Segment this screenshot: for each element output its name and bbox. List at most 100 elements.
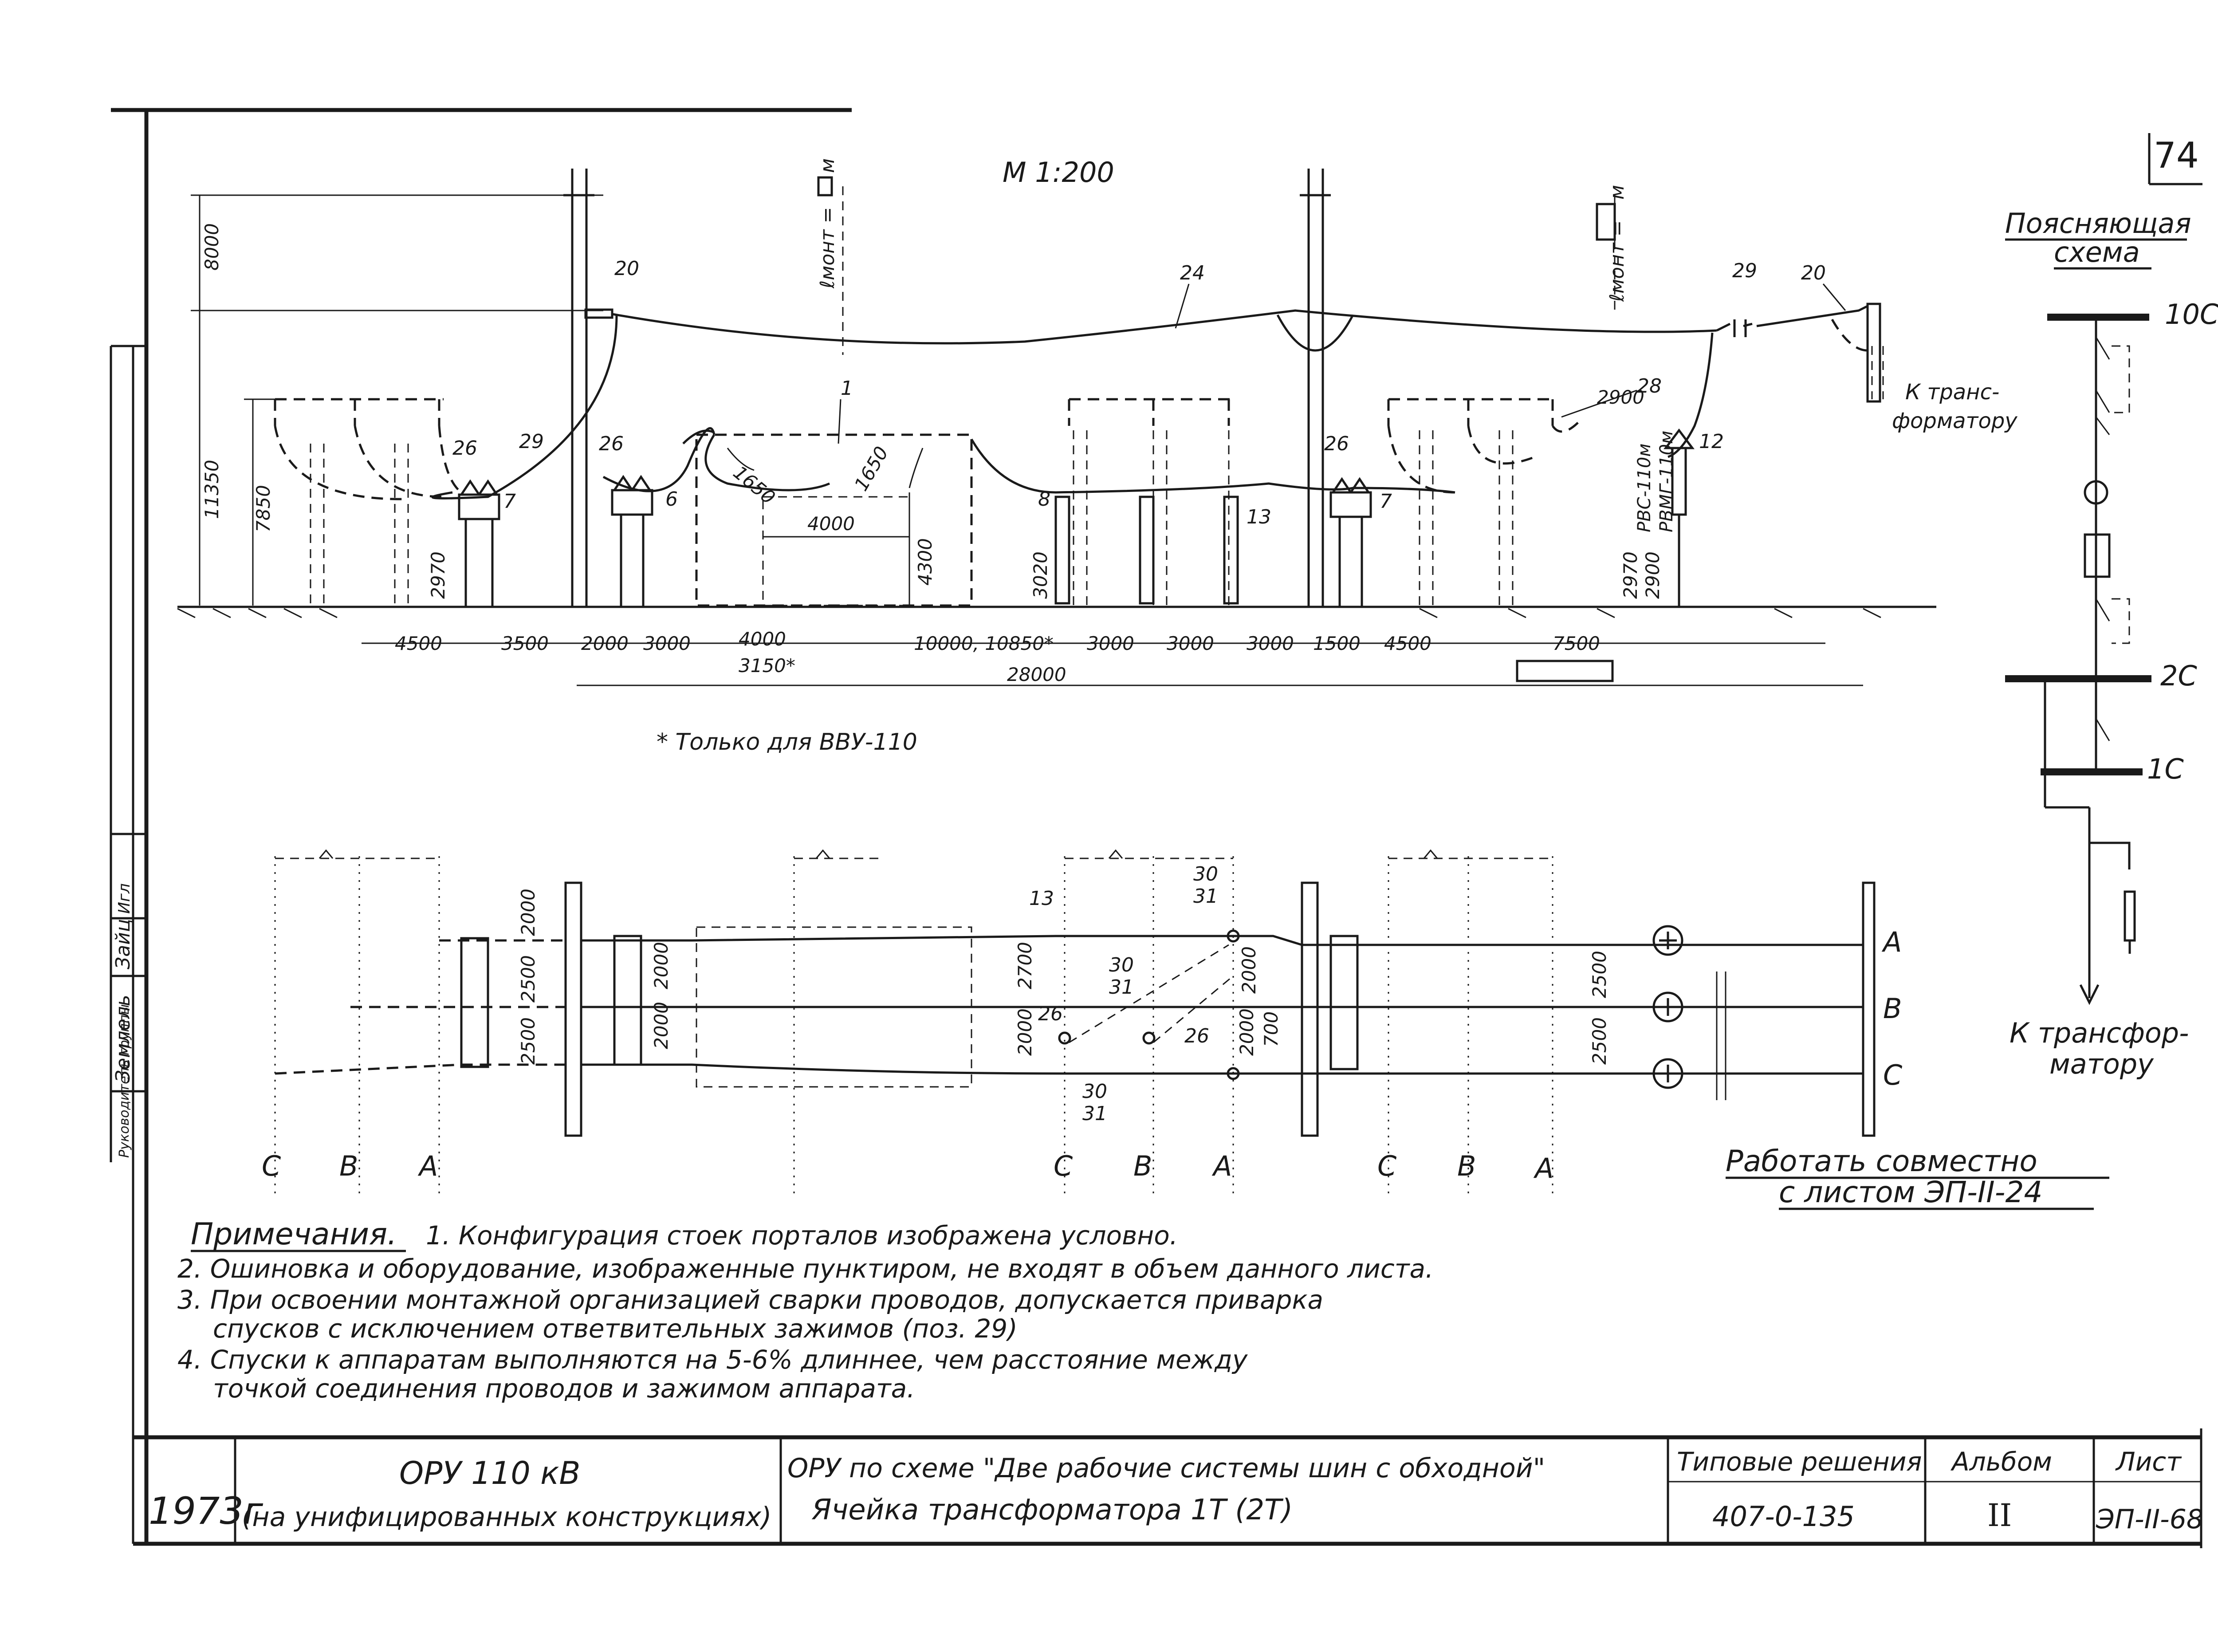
tb-scheme-1: ОРУ по схеме "Две рабочие системы шин с … [787,1453,1545,1484]
h-dim-0: 8000 [201,223,223,271]
footnote: * Только для ВВУ-110 [657,729,917,755]
l-mont-right: ℓмонт = м [1596,185,1628,311]
scheme-title-1: Поясняющая [2005,207,2191,240]
dim-10: 4500 [1384,633,1431,654]
plan-callout-26b: 26 [1184,1025,1209,1047]
h-dim-5: 4300 [914,538,936,586]
l-mont-right-label: ℓмонт = [1606,220,1628,302]
disconnect-stand-26b [611,475,653,607]
side-stamp: Руководитель группы Землель Зайц Игл [110,346,146,1162]
transformer-portal [1866,303,1881,403]
h-dim-7: 2900 [1642,551,1664,599]
dim-5: 10000, 10850* [914,633,1054,654]
phase-set1-2: А [1211,1150,1232,1182]
side-stamp-3: Игл [115,883,134,914]
callout-13: 13 [1247,506,1271,528]
tb-sheet-value: ЭП-II-68 [2096,1504,2203,1535]
phase-set2-1: В [1457,1150,1476,1182]
bus-2-label: 2С [2160,660,2197,692]
plan-callout-30c: 30 [1082,1080,1107,1103]
l-mont-left: ℓмонт = м [816,158,844,355]
l-mont-left-unit: м [816,158,839,173]
callout-12: 12 [1699,430,1724,453]
empty-box [1516,660,1614,682]
plan-dim-4: 2000 [650,1002,672,1049]
callout-26a: 26 [452,437,477,460]
plan-view: 2000 2500 2500 2000 2000 2700 2000 2000 … [262,849,1903,1193]
phase-right-A: А [1881,926,1902,958]
dim-1: 3500 [501,633,549,654]
plan-portal-transformer [1862,881,1876,1137]
h-dim-2: 7850 [252,485,274,532]
plan-dim-3: 2000 [650,942,672,989]
main-conductor-24 [612,309,1717,345]
scheme-to-transformer-2: матору [2049,1048,2154,1080]
arrester: РВС-110м РВМГ-110м [1634,428,1695,607]
elevation-view: 8000 11350 7850 2970 3020 4300 2970 2900 [177,158,2017,755]
elev-to-transformer-2: форматору [1892,409,2017,433]
callout-26b: 26 [599,433,624,455]
dim-6: 3000 [1087,633,1134,654]
plan-bus-C [581,1063,1863,1075]
arc-right: 1650 [850,443,893,495]
callout-7b: 7 [1380,490,1392,513]
plan-callout-13: 13 [1029,887,1054,910]
bus-top-label: 10С [2165,298,2218,330]
note-3: 3. При освоении монтажной организацией с… [177,1285,1323,1315]
notes: Примечания. 1. Конфигурация стоек портал… [177,1217,1434,1404]
callout-28: 28 [1637,375,1662,397]
dim-2: 2000 [581,633,629,654]
work-together-2: с листом ЭП-II-24 [1779,1175,2042,1209]
phase-right-B: В [1883,992,1902,1025]
l-mont-right-unit: м [1606,185,1628,200]
note-4: 4. Спуски к аппаратам выполняются на 5-6… [177,1345,1248,1375]
h-dim-3: 2970 [427,551,449,599]
scheme-title-2: схема [2054,236,2140,268]
phase-labels: С В А С В А С В А А В С [262,926,1903,1184]
plan-equipment [460,929,1359,1080]
tb-scheme-2: Ячейка трансформатора 1Т (2Т) [811,1494,1293,1526]
callout-1: 1 [841,377,853,400]
work-together: Работать совместно с листом ЭП-II-24 [1726,1144,2109,1210]
plan-arrester-C [1652,1058,1683,1089]
side-stamp-1: Землель [112,995,134,1082]
scale-label: М 1:200 [1003,156,1114,189]
plan-callout-31b: 31 [1109,976,1134,999]
phase-set2-0: С [1377,1150,1397,1182]
tb-typical-label: Типовые решения [1677,1447,1922,1477]
plan-dim-6: 2000 [1014,1008,1036,1056]
callout-7a: 7 [503,490,516,513]
tb-object-1: ОРУ 110 кВ [399,1455,580,1491]
plan-callout-26a: 26 [1038,1003,1063,1025]
side-stamp-0: Руководитель группы [117,1004,132,1158]
plan-callout-30b: 30 [1109,954,1134,976]
plan-dim-1: 2500 [517,955,539,1003]
note-3b: спусков с исключением ответвительных заж… [213,1314,1018,1344]
phase-set0-2: А [417,1150,438,1182]
plan-dim-0: 2000 [517,889,539,936]
plan-dims: 2000 2500 2500 2000 2000 2700 2000 2000 … [517,889,1610,1065]
phase-set1-0: С [1054,1150,1073,1182]
callout-20b: 20 [1801,262,1826,284]
tb-object-2: (на унифицированных конструкциях) [242,1502,771,1533]
arrester-label-2: РВМГ-110м [1656,431,1677,532]
scheme-to-transformer-1: К трансфор- [2010,1017,2189,1049]
sag-2900: 2900 [1597,386,1644,408]
callout-26c: 26 [1324,433,1349,455]
tb-sheet-label: Лист [2115,1447,2182,1477]
h-dim-6: 2970 [1620,551,1641,599]
plan-portal-left [564,881,582,1137]
dim-7: 3000 [1167,633,1214,654]
notes-heading: Примечания. [191,1217,397,1252]
plan-portal-right [1301,881,1319,1137]
plan-dim-11: 2500 [1589,1017,1610,1065]
phase-set1-1: В [1133,1150,1152,1182]
elevation-dims: 4500 3500 2000 3000 4000 10000, 10850* 3… [395,628,1600,685]
plan-dim-9: 700 [1260,1011,1282,1047]
callout-29a: 29 [519,430,544,453]
dim-9: 1500 [1313,633,1361,654]
box-width: 4000 [807,513,855,535]
dim-3: 3000 [643,633,691,654]
